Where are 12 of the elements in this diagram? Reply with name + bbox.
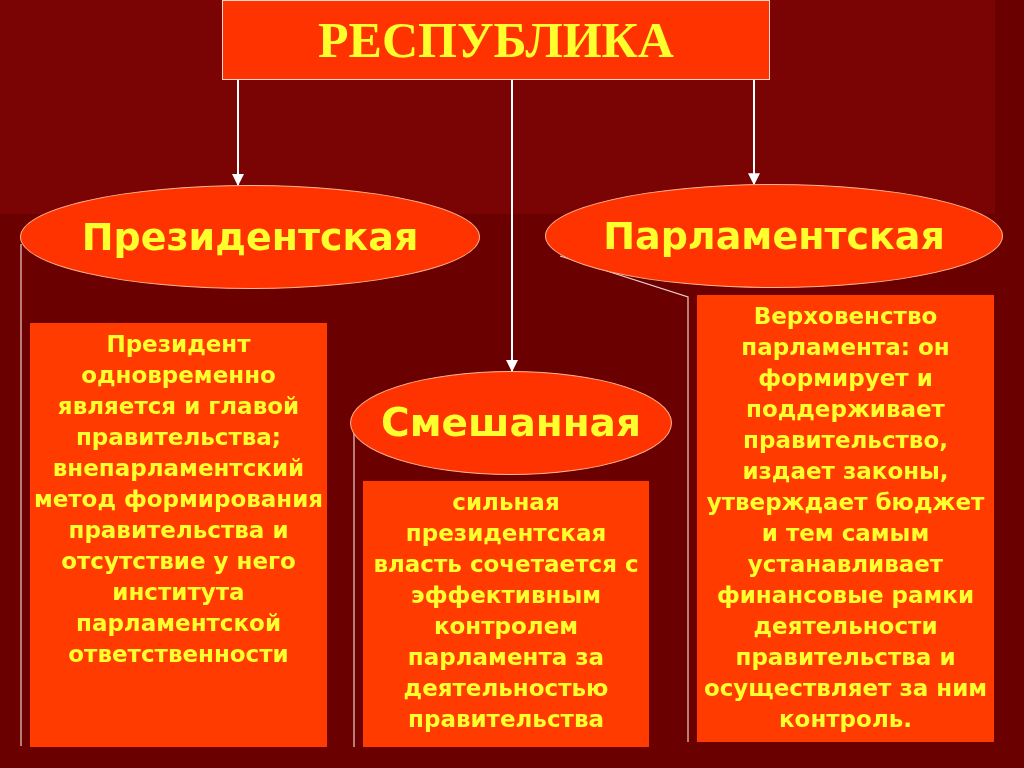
description-text: Президент одновременно является и главой правительства; внепарламентский метод формирования правительства и отсутствие у него института парламентской ответственности	[33, 330, 324, 669]
arrow	[748, 79, 760, 186]
arrow	[506, 79, 518, 372]
title-box	[222, 0, 770, 80]
description-text: Верховенство парламента: он формирует и поддерживает правительство, издает законы, утверждает бюджет и тем самым устанавливает финансовые рамки деятельности правительства и осуществляет за ним контроль.	[702, 302, 989, 734]
description-box	[30, 323, 327, 747]
description-text: сильная президентская власть сочетается с эффективным контролем парламента за деятельностью правительства	[372, 488, 640, 734]
ellipse-label: Парламентская	[603, 214, 945, 258]
ellipse-label: Президентская	[81, 215, 419, 259]
arrow	[232, 79, 244, 187]
ellipse-label: Смешанная	[381, 400, 641, 446]
title-text: РЕСПУБЛИКА	[318, 12, 674, 68]
